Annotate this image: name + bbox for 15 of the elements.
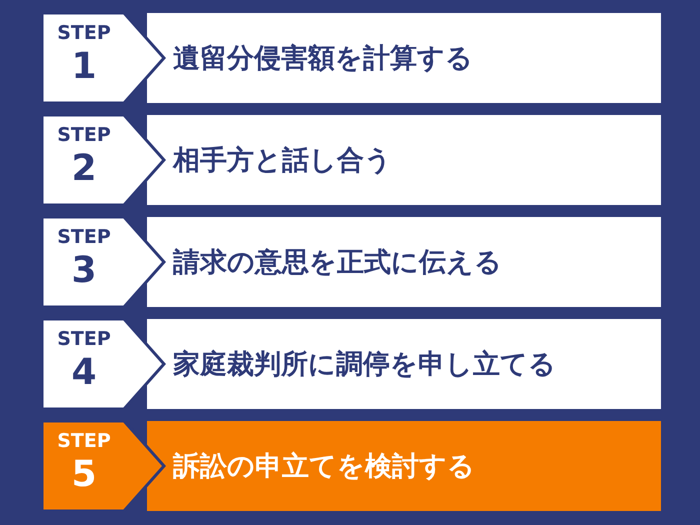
step-label: STEP (56, 125, 112, 146)
step-label: STEP (56, 329, 112, 350)
step-number: 5 (70, 455, 98, 495)
step-text: 請求の意思を正式に伝える (173, 246, 502, 280)
step-number: 1 (70, 47, 98, 87)
step-label: STEP (56, 431, 112, 452)
step-text: 遺留分侵害額を計算する (173, 42, 473, 76)
step-number: 4 (70, 353, 98, 393)
step-text: 訴訟の申立てを検討する (173, 450, 475, 484)
step-label: STEP (56, 227, 112, 248)
step-number: 2 (70, 149, 98, 189)
step-text: 家庭裁判所に調停を申し立てる (173, 348, 556, 382)
step-text: 相手方と話し合う (173, 144, 392, 178)
step-number: 3 (70, 251, 98, 291)
step-label: STEP (56, 23, 112, 44)
